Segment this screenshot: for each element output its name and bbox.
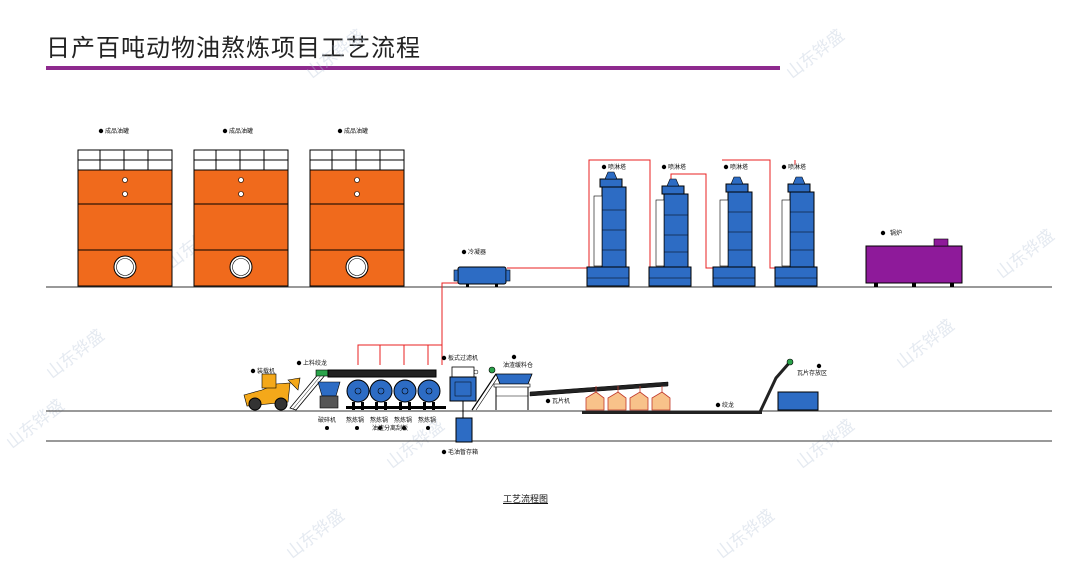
product-oil-tank-2 — [193, 149, 289, 287]
label-crude-oil-tank: 毛油暂存箱 — [448, 448, 478, 456]
residue-scraper — [346, 406, 446, 409]
diagram-caption: 工艺流程图 — [503, 495, 549, 505]
title-underline — [46, 66, 780, 70]
label-loader: 装载机 — [257, 367, 275, 375]
crude-oil-tank — [455, 417, 473, 443]
label-spray-tower-2: 喷淋塔 — [668, 163, 686, 171]
label-plate-filter: 板式过滤机 — [448, 354, 478, 362]
tile-press-machines — [585, 386, 671, 411]
spray-tower-1 — [586, 171, 630, 287]
label-scraper: 油渣分离刮板 — [372, 424, 408, 432]
spray-tower-2 — [648, 178, 692, 287]
label-pot-4: 熬炼锅 — [418, 416, 436, 424]
spray-tower-4 — [774, 176, 818, 287]
tile-storage-area — [777, 391, 819, 411]
label-boiler: 锅炉 — [890, 229, 902, 237]
page-title: 日产百吨动物油熬炼项目工艺流程 — [46, 34, 421, 62]
rendering-pot-1 — [346, 379, 370, 410]
product-oil-tank-3 — [309, 149, 405, 287]
label-tank-2: 成品油罐 — [229, 127, 253, 135]
press-feed-conveyor — [529, 381, 669, 397]
product-oil-tank-1 — [77, 149, 173, 287]
residue-conveyor — [471, 366, 501, 411]
label-tank-1: 成品油罐 — [105, 127, 129, 135]
label-auger: 绞龙 — [722, 401, 734, 409]
screw-conveyor-top — [327, 369, 437, 378]
label-spray-tower-3: 喷淋塔 — [730, 163, 748, 171]
crusher — [317, 381, 341, 409]
steam-pipes — [357, 159, 796, 365]
rendering-pot-2 — [369, 379, 393, 410]
condenser — [453, 266, 511, 287]
label-crusher: 破碎机 — [318, 416, 336, 424]
label-pot-2: 熬炼锅 — [370, 416, 388, 424]
label-tile-press: 瓦片机 — [552, 397, 570, 405]
feed-conveyor — [289, 369, 331, 411]
label-hopper: 油渣缓料仓 — [503, 361, 533, 369]
label-spray-tower-1: 喷淋塔 — [608, 163, 626, 171]
label-tank-3: 成品油罐 — [344, 127, 368, 135]
rendering-pot-4 — [417, 379, 441, 410]
label-condenser: 冷凝器 — [468, 248, 486, 256]
label-pot-1: 熬炼锅 — [346, 416, 364, 424]
label-pot-3: 熬炼锅 — [394, 416, 412, 424]
residue-hopper — [493, 373, 533, 410]
loader — [243, 373, 301, 411]
ground-auger — [582, 358, 794, 414]
spray-tower-3 — [712, 176, 756, 287]
rendering-pot-3 — [393, 379, 417, 410]
equipment-labels: 成品油罐 成品油罐 成品油罐 冷凝器 喷淋塔 喷淋塔 喷淋塔 喷淋塔 锅炉 装载… — [98, 127, 902, 456]
plate-filter — [449, 366, 477, 418]
boiler — [865, 238, 963, 287]
label-storage: 瓦片存放区 — [797, 369, 827, 377]
label-feed-conveyor: 上料绞龙 — [303, 359, 327, 367]
label-spray-tower-4: 喷淋塔 — [788, 163, 806, 171]
